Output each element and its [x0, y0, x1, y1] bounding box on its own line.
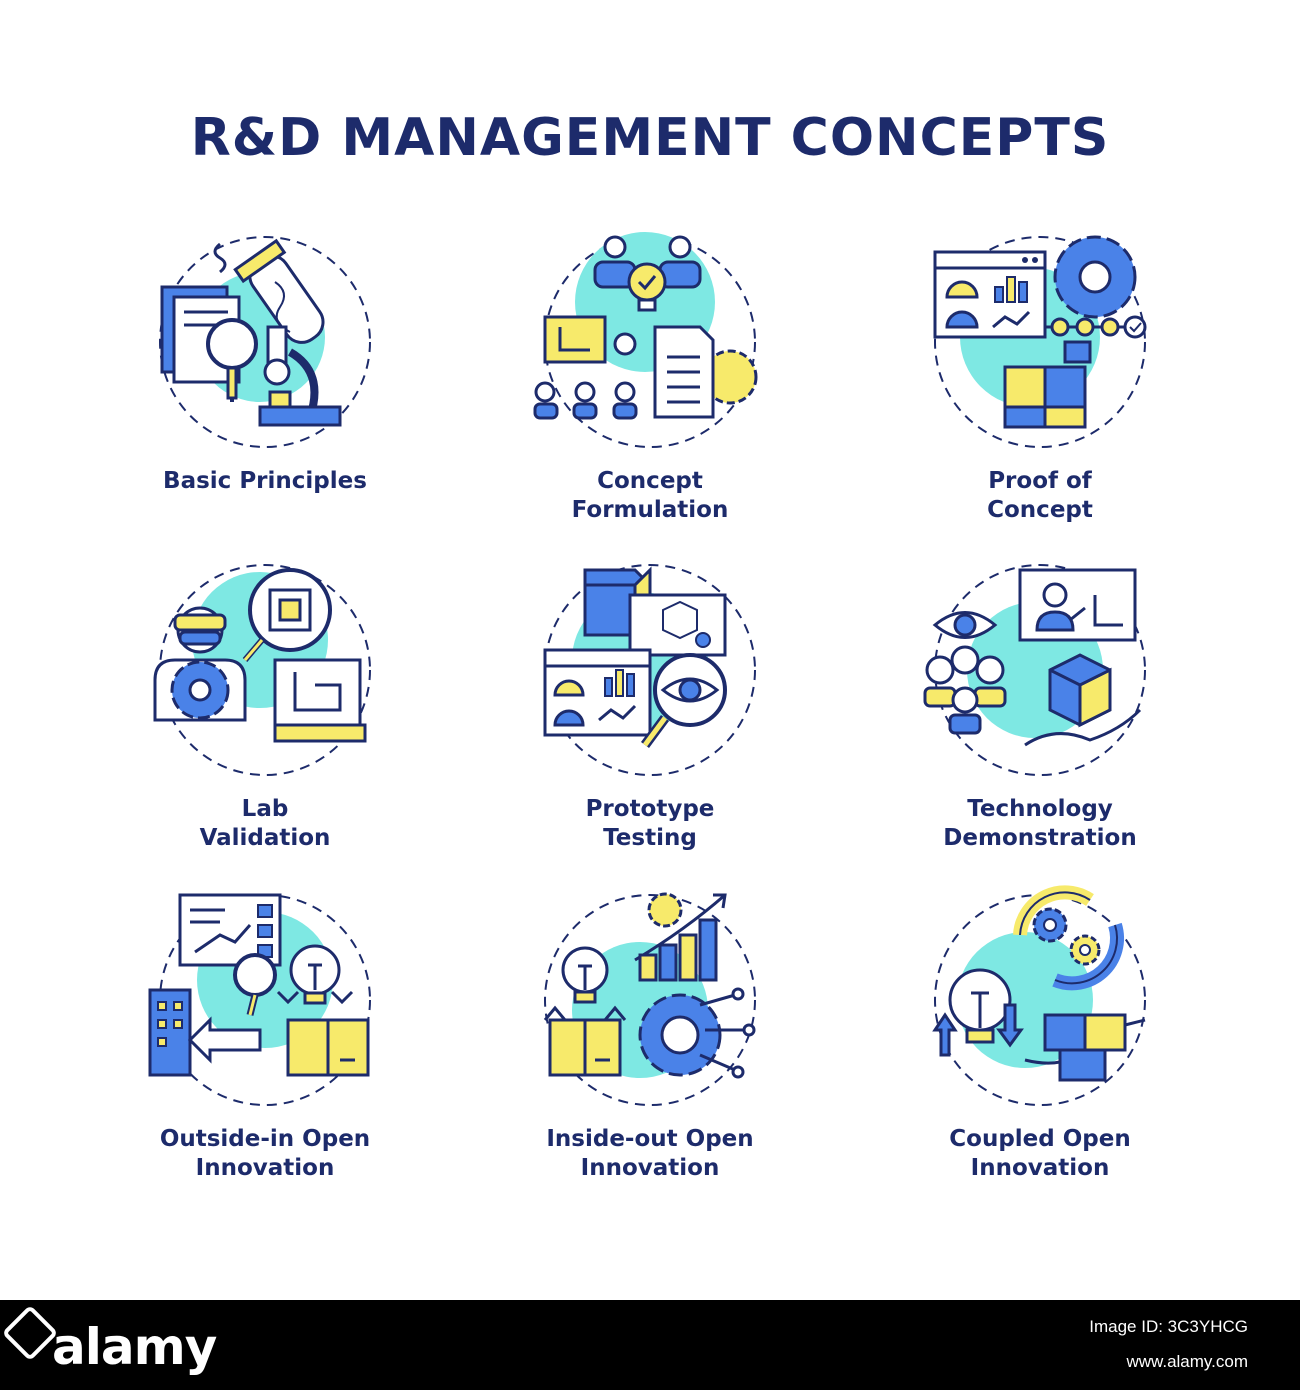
- concept-proof-of-concept: Proof of Concept: [890, 232, 1190, 562]
- concept-label: Outside-in Open Innovation: [159, 1126, 371, 1181]
- concept-prototype-testing: Prototype Testing: [500, 560, 800, 890]
- concept-coupled-open-innovation: Coupled Open Innovation: [890, 885, 1190, 1220]
- presentation-hand-icon: [923, 564, 1146, 776]
- building-bulb-icon: [148, 893, 371, 1106]
- image-id: Image ID: 3C3YHCG: [1089, 1317, 1248, 1336]
- engineer-chip-icon: [153, 564, 371, 776]
- concept-label: Coupled Open Innovation: [949, 1126, 1131, 1181]
- page-title: R&D MANAGEMENT CONCEPTS: [190, 108, 1110, 168]
- concept-label: Technology Demonstration: [943, 796, 1137, 851]
- concept-lab-validation: Lab Validation: [115, 560, 415, 890]
- concept-label: Concept Formulation: [571, 468, 729, 523]
- concept-label: Basic Principles: [163, 468, 367, 494]
- concept-concept-formulation: Concept Formulation: [500, 232, 800, 562]
- lab-research-icon: [159, 236, 371, 448]
- site-link[interactable]: www.alamy.com: [1126, 1352, 1248, 1371]
- cube-eye-icon: [543, 564, 756, 776]
- bulb-growth-icon: [543, 892, 756, 1106]
- brand-logo[interactable]: alamy: [52, 1318, 217, 1376]
- concept-label: Inside-out Open Innovation: [546, 1126, 754, 1181]
- concept-outside-in-open-innovation: Outside-in Open Innovation: [115, 890, 415, 1220]
- concept-basic-principles: Basic Principles: [115, 232, 415, 562]
- cycle-gears-icon: [932, 885, 1146, 1106]
- concept-label: Prototype Testing: [585, 796, 715, 851]
- concept-technology-demonstration: Technology Demonstration: [890, 560, 1190, 890]
- concept-label: Lab Validation: [199, 796, 331, 851]
- concept-grid: Basic Principles: [115, 232, 1190, 1220]
- brand-logo-icon: [1, 1304, 59, 1362]
- team-idea-icon: [533, 232, 758, 448]
- concept-label: Proof of Concept: [987, 468, 1093, 523]
- concept-inside-out-open-innovation: Inside-out Open Innovation: [500, 890, 800, 1220]
- puzzle-gear-icon: [933, 235, 1147, 448]
- footer-bar: alamy Image ID: 3C3YHCG www.alamy.com: [0, 1300, 1300, 1390]
